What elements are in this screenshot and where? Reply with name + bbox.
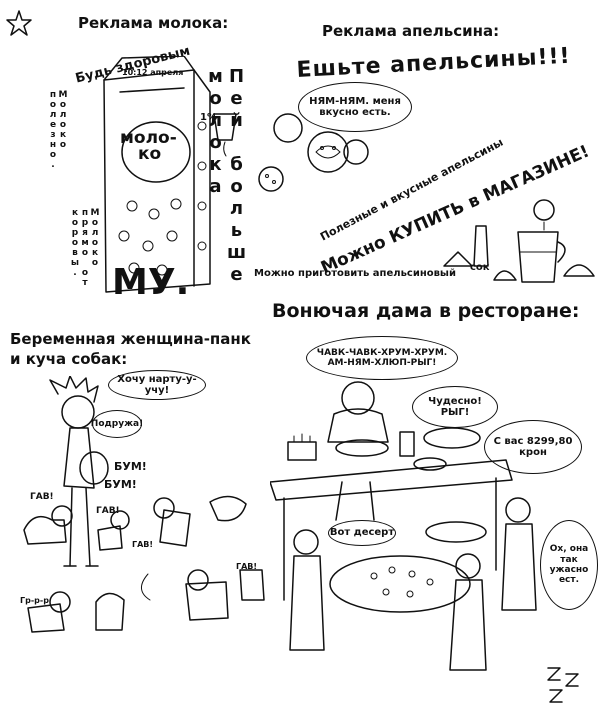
podruga-bubble: Подружа!: [90, 410, 144, 438]
dessert-bubble: Вот десерт: [328, 520, 396, 546]
drink-more-milk-text: Пей больше молока: [205, 66, 247, 286]
waiter-comment-text: Ох, она так ужасно ест.: [549, 544, 589, 586]
punk-panel-title-line1: Беременная женщина-панк: [10, 330, 251, 348]
milk-from-cow-note: Молоко прямо от коровы.: [70, 208, 100, 288]
sleep-zzz-icon: [547, 667, 579, 703]
gav-text-4: ГАВ!: [236, 562, 258, 571]
milk-glass-drawing: [213, 113, 237, 157]
bum-text-2: БУМ!: [104, 478, 137, 491]
grrr-text: Гр-р-р: [20, 596, 49, 605]
restaurant-scene-drawing: [270, 381, 537, 671]
punk-song-text: Хочу нарту-у-учу!: [117, 373, 197, 397]
bill-bubble: С вас 8299,80 крон: [484, 420, 582, 474]
punk-panel-title-line2: и куча собак:: [10, 350, 128, 368]
juice-can-make-text: Можно приготовить апельсиновый: [254, 268, 456, 279]
gav-text-2: ГАВ!: [96, 506, 120, 516]
punk-song-bubble: Хочу нарту-у-учу!: [108, 370, 206, 400]
bum-text-1: БУМ!: [114, 460, 147, 473]
podruga-text: Подружа!: [90, 418, 144, 429]
carton-label-line2: ко: [138, 144, 162, 164]
juice-sok-word: сок: [470, 262, 490, 273]
talking-oranges-drawing: [273, 113, 369, 173]
dessert-text: Вот десерт: [329, 527, 395, 539]
gav-text-1: ГАВ!: [30, 492, 54, 502]
orange-speech-bubble: НЯМ-НЯМ. меня вкусно есть.: [298, 82, 412, 132]
dogs-group-drawing: [23, 495, 265, 633]
chewing-bubble: ЧАВК-ЧАВК-ХРУМ-ХРУМ. АМ-НЯМ-ХЛЮП-РЫГ!: [306, 336, 458, 380]
orange-headline: Ешьте апельсины!!!: [296, 43, 572, 83]
carton-label-line1: моло-: [120, 128, 177, 148]
milk-side-words: Молоко полезно.: [48, 90, 68, 170]
punk-woman-drawing: [49, 376, 109, 567]
carton-fat-percent: 1%: [200, 112, 217, 123]
orange-drawing: [258, 166, 284, 192]
chewing-text: ЧАВК-ЧАВК-ХРУМ-ХРУМ. АМ-НЯМ-ХЛЮП-РЫГ!: [316, 347, 448, 368]
wonderful-bubble: Чудесно! РЫГ!: [412, 386, 498, 428]
restaurant-panel-title: Вонючая дама в ресторане:: [272, 300, 580, 322]
wonderful-text: Чудесно! РЫГ!: [428, 395, 482, 419]
star-doodle-icon: [6, 10, 32, 36]
gav-text-3: ГАВ!: [132, 540, 154, 549]
waiter-comment-bubble: Ох, она так ужасно ест.: [540, 520, 598, 610]
bill-text: С вас 8299,80 крон: [493, 435, 573, 459]
milk-panel-title: Реклама молока:: [78, 14, 229, 32]
juice-making-drawing: [443, 199, 595, 283]
milk-carton-drawing: [103, 56, 211, 293]
orange-panel-title: Реклама апельсина:: [322, 22, 500, 40]
carton-moo-text: МУ.: [112, 262, 190, 303]
orange-bubble-text: НЯМ-НЯМ. меня вкусно есть.: [309, 95, 401, 119]
carton-date: 10:12 апреля: [122, 68, 184, 77]
